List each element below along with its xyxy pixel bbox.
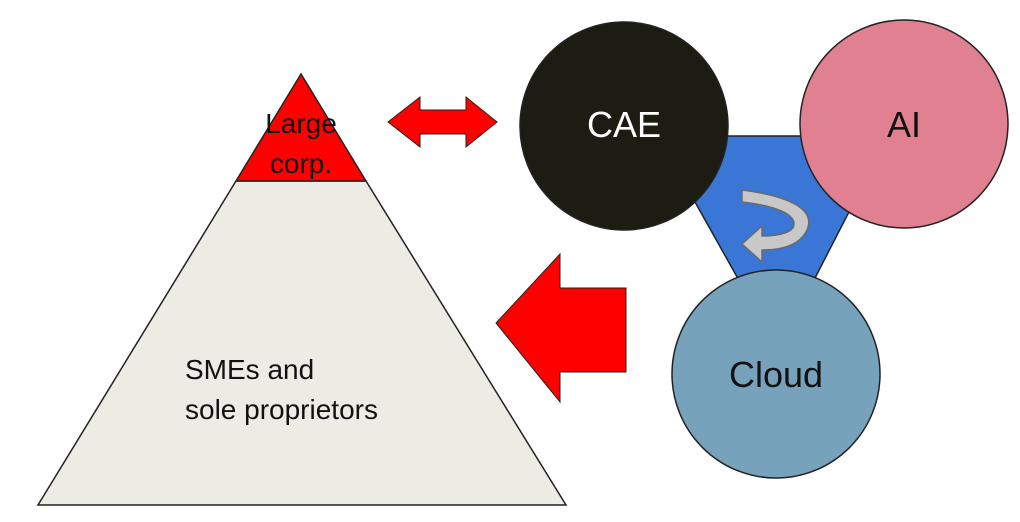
pyramid-top-label: Large corp. (236, 104, 366, 184)
pyramid-base (36, 180, 568, 506)
pyramid-base-label-line1: SMEs and (185, 354, 315, 385)
pyramid-top-label-line2: corp. (269, 148, 333, 179)
cae-circle (519, 21, 729, 231)
left-arrow (495, 252, 627, 404)
cloud-circle (671, 269, 881, 479)
pyramid-top (234, 72, 368, 182)
pyramid-top-label-line1: Large (265, 108, 337, 139)
double-arrow (387, 95, 498, 149)
pyramid-base-label-line2: sole proprietors (185, 394, 378, 425)
cycle-arrow-icon (741, 189, 810, 263)
ai-circle (799, 19, 1009, 229)
cae-label: CAE (586, 104, 662, 145)
pyramid-base-label: SMEs and sole proprietors (185, 350, 378, 430)
ai-label: AI (886, 104, 921, 145)
cloud-label: Cloud (728, 354, 824, 395)
